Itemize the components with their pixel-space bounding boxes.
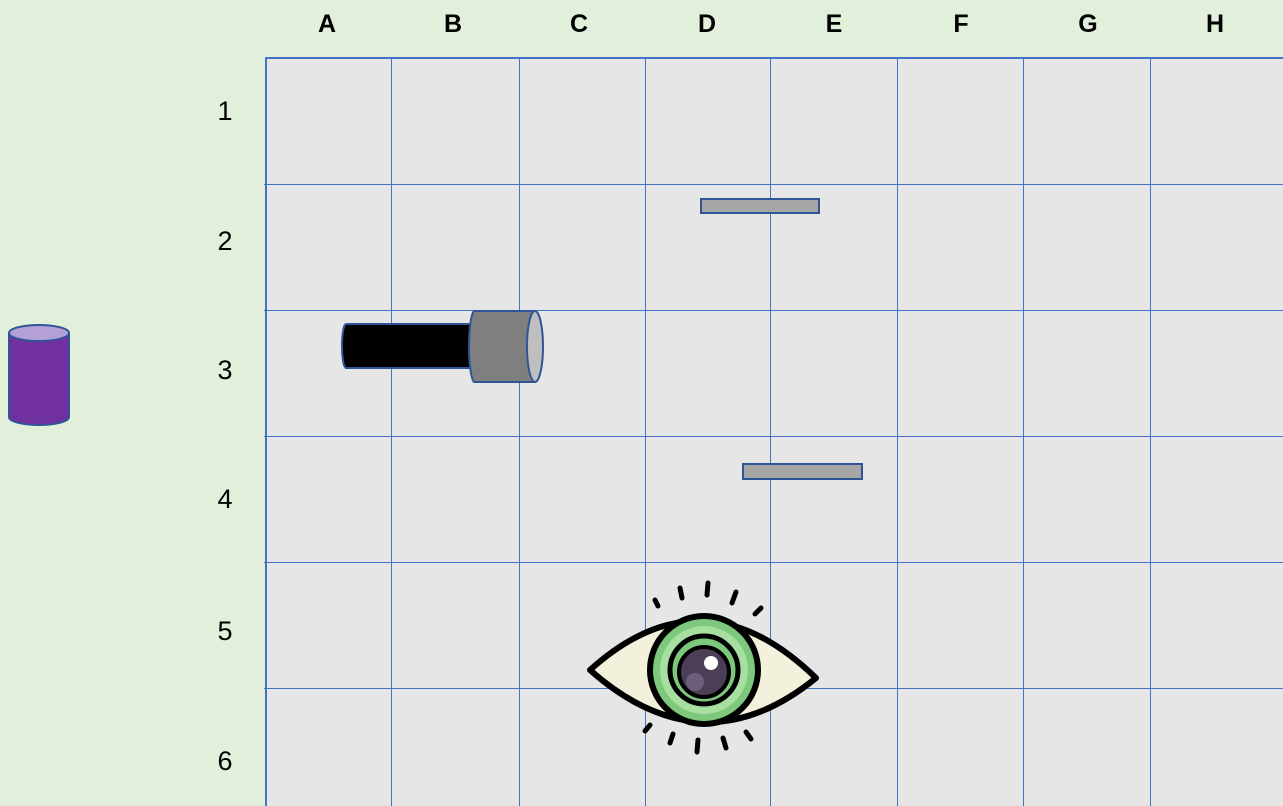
grid-line: [519, 59, 520, 806]
col-label-c: C: [516, 10, 642, 39]
row-label-5: 5: [200, 616, 250, 647]
col-label-b: B: [390, 10, 516, 39]
col-label-e: E: [771, 10, 897, 39]
mirror-piece-e4[interactable]: [742, 463, 863, 480]
grid-line: [1023, 59, 1024, 806]
grid-line: [1150, 59, 1151, 806]
flashlight-icon[interactable]: [338, 309, 548, 385]
grid-line: [391, 59, 392, 806]
col-label-f: F: [898, 10, 1024, 39]
row-label-6: 6: [200, 746, 250, 777]
row-label-1: 1: [200, 96, 250, 127]
grid-line: [264, 436, 1283, 437]
row-label-4: 4: [200, 484, 250, 515]
grid-line: [264, 184, 1283, 185]
eye-icon[interactable]: [585, 578, 821, 760]
col-label-d: D: [644, 10, 770, 39]
row-label-3: 3: [200, 355, 250, 386]
battery-icon[interactable]: [6, 321, 72, 431]
col-label-a: A: [264, 10, 390, 39]
mirror-piece-d2[interactable]: [700, 198, 820, 214]
col-label-h: H: [1152, 10, 1278, 39]
grid-line: [264, 562, 1283, 563]
grid-line: [897, 59, 898, 806]
row-label-2: 2: [200, 226, 250, 257]
col-label-g: G: [1025, 10, 1151, 39]
